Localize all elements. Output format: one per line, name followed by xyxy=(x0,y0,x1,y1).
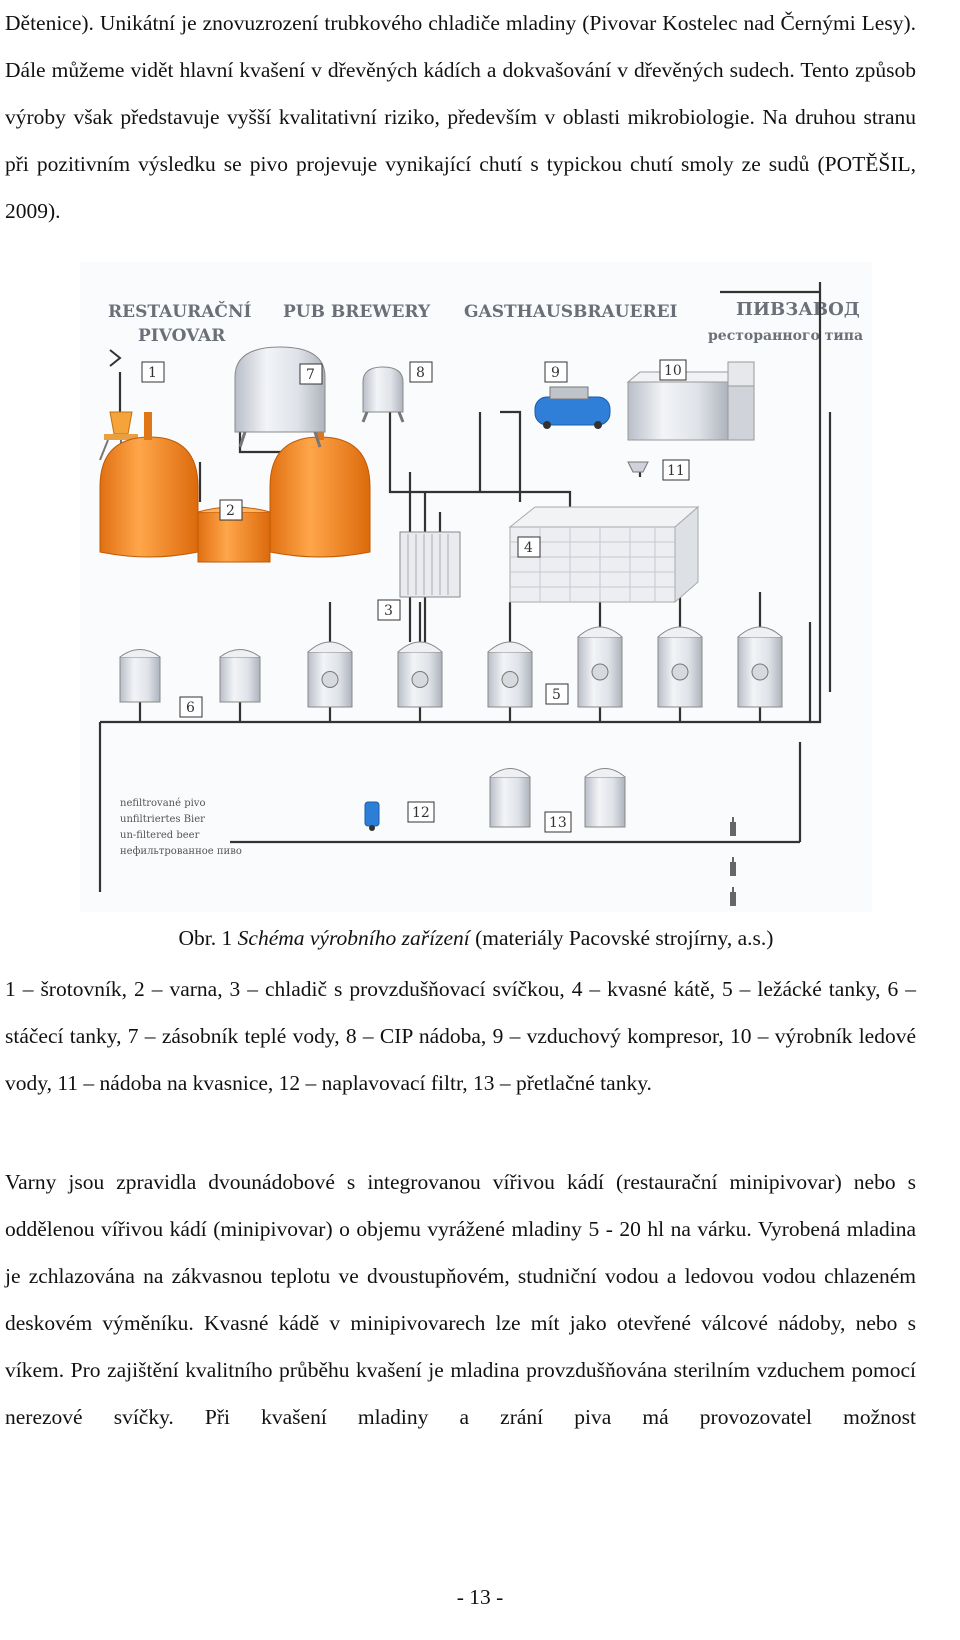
label-3: 3 xyxy=(384,603,393,619)
label-11: 11 xyxy=(667,463,685,479)
label-4: 4 xyxy=(524,540,533,556)
number-labels: 1 2 3 4 5 6 7 8 9 10 11 12 13 xyxy=(141,359,690,833)
label-box-7 xyxy=(299,363,323,385)
paragraph-bottom: Varny jsou zpravidla dvounádobové s inte… xyxy=(5,1170,916,1429)
legend-line-2: unfiltriertes Bier xyxy=(120,814,205,825)
label-1: 1 xyxy=(148,365,157,381)
label-10: 10 xyxy=(664,363,682,379)
title-ru-line2: ресторанного типа xyxy=(708,328,863,344)
figure-legend: nefiltrované pivo unfiltriertes Bier un-… xyxy=(120,798,242,857)
grain-mill xyxy=(99,349,143,461)
legend-line-3: un-filtered beer xyxy=(120,830,200,841)
title-de: GASTHAUSBRAUEREI xyxy=(464,302,678,322)
lager-tank xyxy=(737,626,783,708)
caption-source: (materiály Pacovské strojírny, a.s.) xyxy=(469,926,774,950)
precoat-filter xyxy=(364,801,380,831)
lager-tanks xyxy=(307,626,783,708)
title-en: PUB BREWERY xyxy=(283,302,431,322)
title-cz-line2: PIVOVAR xyxy=(138,326,226,346)
lager-tank xyxy=(577,626,623,708)
label-box-6 xyxy=(179,696,203,718)
label-box-3 xyxy=(377,599,401,621)
caption-prefix: Obr. 1 xyxy=(178,926,238,950)
title-cz-line1: RESTAURAČNÍ xyxy=(108,301,251,322)
yeast-vessel xyxy=(627,461,649,473)
hot-water-tank xyxy=(234,346,326,448)
label-box-1 xyxy=(141,361,165,383)
label-box-12 xyxy=(407,801,435,823)
label-box-2 xyxy=(219,499,243,521)
label-box-13 xyxy=(544,811,572,833)
ice-water-generator xyxy=(626,361,755,441)
label-box-9 xyxy=(544,361,568,383)
label-box-10 xyxy=(659,359,687,381)
label-9: 9 xyxy=(551,365,560,381)
bottle-icons xyxy=(730,817,736,906)
cip-vessel xyxy=(361,366,405,423)
caption-title: Schéma výrobního zařízení xyxy=(237,926,470,950)
label-8: 8 xyxy=(416,365,425,381)
bottling-tanks xyxy=(119,649,261,703)
label-12: 12 xyxy=(412,805,430,821)
label-6: 6 xyxy=(186,700,195,716)
legend-line-1: nefiltrované pivo xyxy=(120,798,205,809)
lager-tank xyxy=(307,641,353,708)
pressure-tanks xyxy=(489,768,626,828)
equipment-schema-figure: RESTAURAČNÍ PIVOVAR PUB BREWERY GASTHAUS… xyxy=(80,262,872,912)
lager-tank xyxy=(397,641,443,708)
lager-tank xyxy=(487,641,533,708)
label-box-8 xyxy=(409,361,433,383)
paragraph-top: Dětenice). Unikátní je znovuzrození trub… xyxy=(5,11,916,223)
legend-line-4: нефильтрованное пиво xyxy=(120,846,242,857)
lager-tank xyxy=(657,626,703,708)
label-box-11 xyxy=(662,459,690,481)
wort-cooler xyxy=(399,531,461,598)
label-5: 5 xyxy=(552,687,561,703)
brewhouse-copper-kettles xyxy=(99,412,371,563)
label-13: 13 xyxy=(549,815,567,831)
label-7: 7 xyxy=(306,367,315,383)
figure-caption: Obr. 1 Schéma výrobního zařízení (materi… xyxy=(80,918,872,958)
label-box-5 xyxy=(545,683,569,705)
figure-legend-text: 1 – šrotovník, 2 – varna, 3 – chladič s … xyxy=(5,977,916,1095)
label-box-4 xyxy=(517,536,541,558)
page-number: - 13 - xyxy=(456,1585,504,1609)
air-compressor xyxy=(534,386,611,429)
label-2: 2 xyxy=(226,503,235,519)
title-ru-line1: ПИВЗАВОД xyxy=(736,299,860,320)
